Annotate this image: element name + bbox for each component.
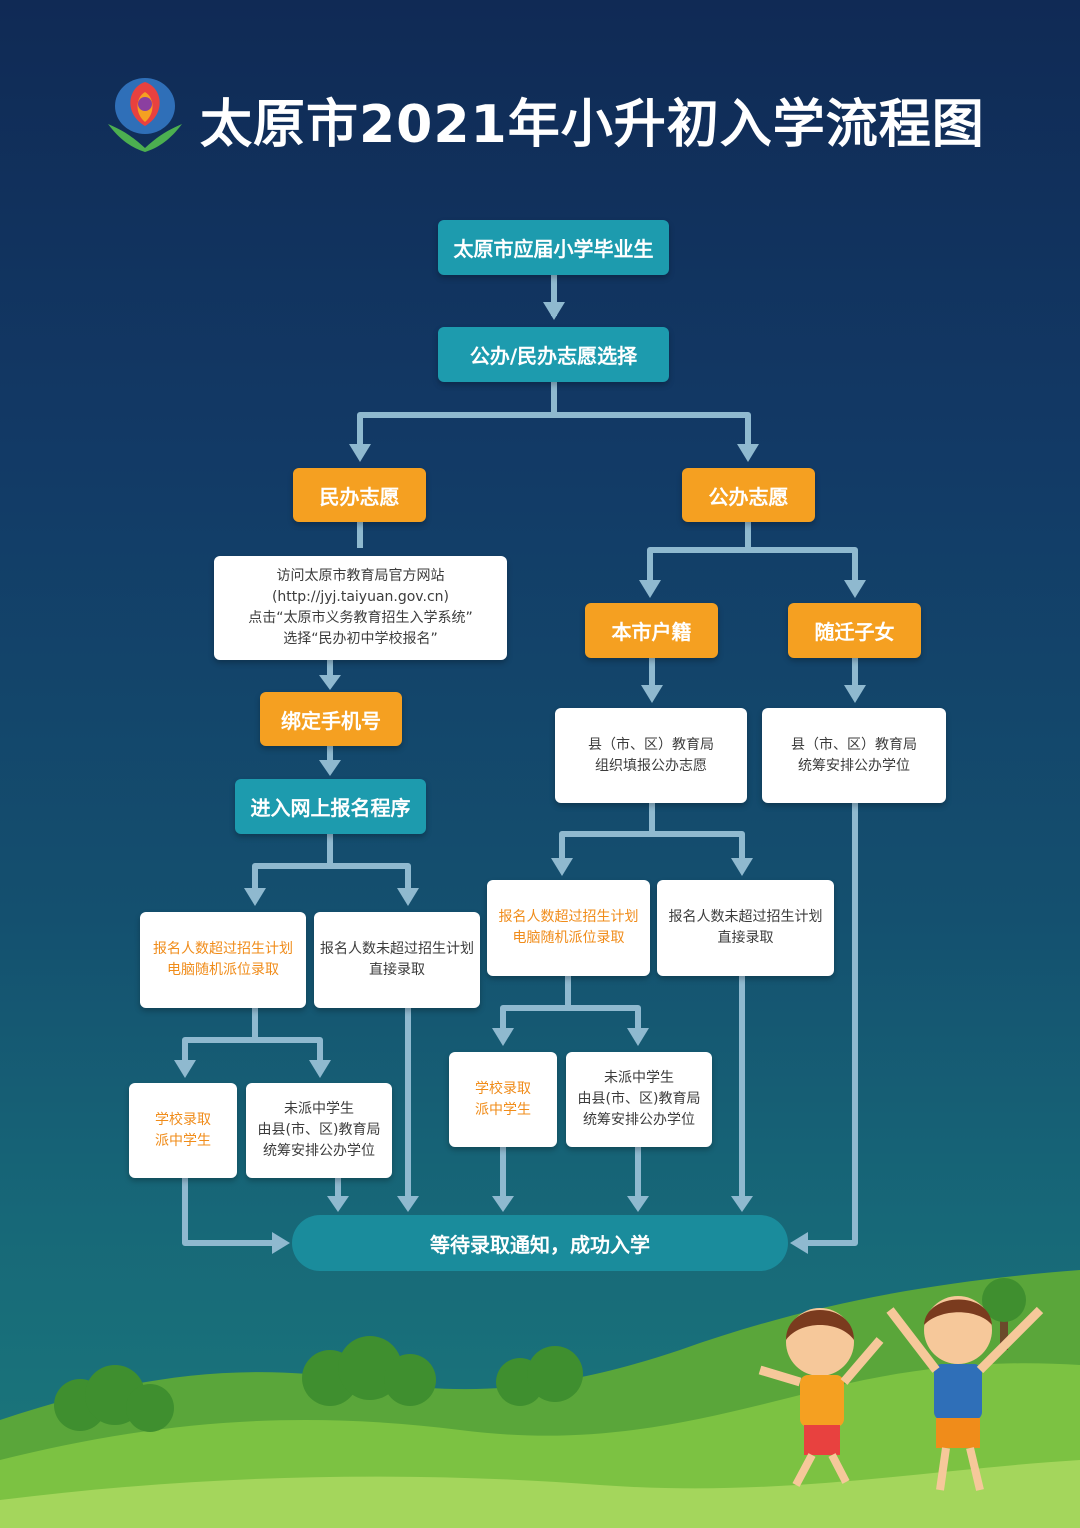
node-graduates: 太原市应届小学毕业生 (438, 220, 669, 275)
node-private-label: 民办志愿 (319, 484, 400, 509)
arrowhead (737, 444, 759, 462)
arrowhead (492, 1028, 514, 1046)
arrowhead (309, 1060, 331, 1078)
logo-icon (108, 78, 182, 152)
node-private-school-admission: 学校录取 派中学生 (129, 1083, 237, 1178)
migrant-county-line-1: 县（市、区）教育局 (791, 736, 917, 753)
connector-privover-split (182, 1008, 323, 1072)
priv-over-line-1: 报名人数超过招生计划 (153, 941, 293, 957)
visit-line-1: 访问太原市教育局官方网站 (276, 568, 445, 584)
bush-icon (54, 1336, 583, 1432)
arrowhead (543, 302, 565, 320)
node-choice: 公办/民办志愿选择 (438, 327, 669, 382)
priv-unassigned-line-3: 统筹安排公办学位 (263, 1143, 375, 1159)
arrowhead (244, 888, 266, 906)
node-final-enrollment: 等待录取通知，成功入学 (292, 1215, 788, 1271)
arrowhead (731, 858, 753, 876)
arrowhead (349, 444, 371, 462)
pub-over-line-2: 电脑随机派位录取 (512, 930, 625, 946)
node-online-label: 进入网上报名程序 (250, 796, 411, 820)
arrowhead (844, 580, 866, 598)
arrowhead (731, 1196, 753, 1212)
connector-public-split (647, 522, 858, 592)
arrowhead (319, 675, 341, 690)
visit-line-3: 点击“太原市义务教育招生入学系统” (248, 610, 473, 626)
arrowhead (272, 1232, 290, 1254)
arrowhead (319, 760, 341, 776)
node-public-label: 公办志愿 (708, 484, 789, 509)
node-private-oversubscribed: 报名人数超过招生计划 电脑随机派位录取 (140, 912, 306, 1008)
node-visit-website: 访问太原市教育局官方网站 (http://jyj.taiyuan.gov.cn)… (214, 556, 507, 660)
arrowhead (174, 1060, 196, 1078)
arrowhead (627, 1196, 649, 1212)
node-private: 民办志愿 (293, 468, 426, 522)
local-county-line-1: 县（市、区）教育局 (588, 736, 714, 753)
pub-unassigned-line-3: 统筹安排公办学位 (583, 1112, 695, 1128)
local-county-line-2: 组织填报公办志愿 (595, 757, 707, 774)
node-private-undersubscribed: 报名人数未超过招生计划 直接录取 (314, 912, 480, 1008)
connector-migrantcounty-final (800, 803, 858, 1246)
migrant-county-line-2: 统筹安排公办学位 (798, 757, 910, 774)
pub-unassigned-line-1: 未派中学生 (604, 1070, 674, 1086)
connector-pubover-split (500, 976, 641, 1040)
node-migrant-label: 随迁子女 (814, 620, 895, 644)
connector-online-split (252, 834, 411, 900)
visit-line-2: (http://jyj.taiyuan.gov.cn) (271, 589, 449, 605)
node-bind-phone: 绑定手机号 (260, 692, 402, 746)
arrowhead (844, 685, 866, 703)
priv-over-line-2: 电脑随机派位录取 (167, 962, 279, 978)
pub-over-line-1: 报名人数超过招生计划 (498, 909, 639, 925)
node-migrant-county-bureau: 县（市、区）教育局 统筹安排公办学位 (762, 708, 946, 803)
arrowhead (397, 888, 419, 906)
node-local-county-bureau: 县（市、区）教育局 组织填报公办志愿 (555, 708, 747, 803)
arrowhead (397, 1196, 419, 1212)
pub-school-line-2: 派中学生 (475, 1101, 531, 1118)
tree-icon (982, 1278, 1026, 1350)
page-title: 太原市2021年小升初入学流程图 (200, 95, 985, 155)
node-migrant-children: 随迁子女 (788, 603, 921, 658)
landscape-illustration (0, 1270, 1080, 1528)
arrowhead (327, 1196, 349, 1212)
visit-line-4: 选择“民办初中学校报名” (283, 631, 438, 647)
priv-unassigned-line-1: 未派中学生 (284, 1101, 354, 1117)
pub-under-line-1: 报名人数未超过招生计划 (668, 909, 823, 925)
node-public: 公办志愿 (682, 468, 815, 522)
arrowhead (627, 1028, 649, 1046)
node-graduates-label: 太原市应届小学毕业生 (453, 237, 654, 261)
arrowhead (492, 1196, 514, 1212)
child-girl-icon (758, 1308, 884, 1487)
node-public-oversubscribed: 报名人数超过招生计划 电脑随机派位录取 (487, 880, 650, 976)
priv-school-line-2: 派中学生 (155, 1132, 211, 1149)
connector-choice-split (357, 382, 751, 457)
node-local-label: 本市户籍 (611, 620, 692, 644)
arrowhead (639, 580, 661, 598)
node-online-registration: 进入网上报名程序 (235, 779, 426, 834)
node-choice-label: 公办/民办志愿选择 (469, 344, 638, 368)
node-private-unassigned: 未派中学生 由县(市、区)教育局 统筹安排公办学位 (246, 1083, 392, 1178)
pub-under-line-2: 直接录取 (717, 930, 774, 946)
connector-privschool-final (182, 1178, 280, 1246)
header: 太原市2021年小升初入学流程图 (0, 70, 1080, 160)
connector-localcounty-split (559, 803, 745, 870)
arrowhead (790, 1232, 808, 1254)
pub-unassigned-line-2: 由县(市、区)教育局 (577, 1091, 701, 1107)
arrowhead (551, 858, 573, 876)
node-public-school-admission: 学校录取 派中学生 (449, 1052, 557, 1147)
priv-under-line-1: 报名人数未超过招生计划 (320, 941, 474, 957)
node-local-hukou: 本市户籍 (585, 603, 718, 658)
pub-school-line-1: 学校录取 (475, 1080, 531, 1097)
priv-unassigned-line-2: 由县(市、区)教育局 (257, 1122, 381, 1138)
arrowhead (641, 685, 663, 703)
node-public-undersubscribed: 报名人数未超过招生计划 直接录取 (657, 880, 834, 976)
node-final-label: 等待录取通知，成功入学 (430, 1232, 650, 1257)
node-public-unassigned: 未派中学生 由县(市、区)教育局 统筹安排公办学位 (566, 1052, 712, 1147)
child-boy-icon (886, 1296, 1044, 1491)
node-bind-phone-label: 绑定手机号 (281, 708, 381, 733)
priv-under-line-2: 直接录取 (369, 962, 425, 978)
priv-school-line-1: 学校录取 (155, 1111, 211, 1128)
